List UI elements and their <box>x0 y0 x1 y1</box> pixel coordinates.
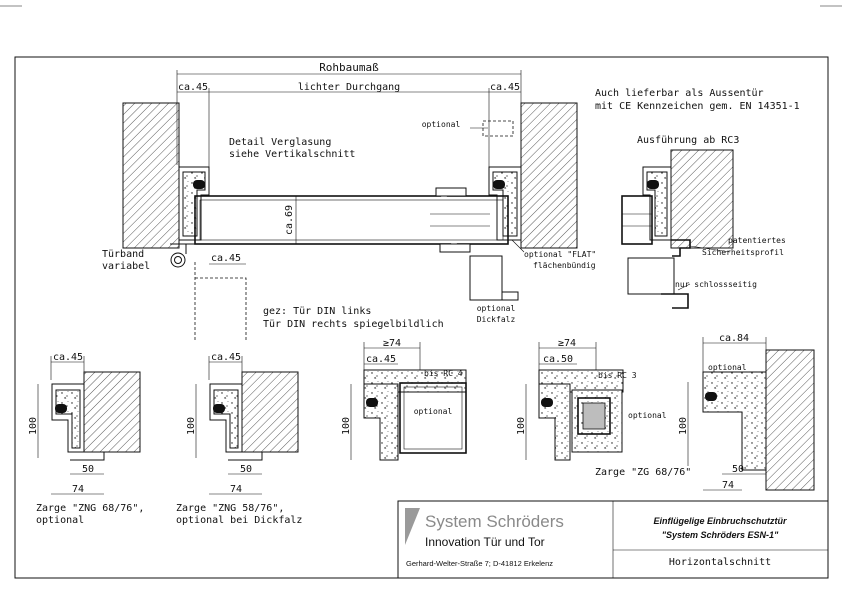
drawn-label-2: Tür DIN rechts spiegelbildlich <box>263 319 444 330</box>
company-address: Gerhard-Welter-Straße 7; D-41812 Erkelen… <box>406 559 553 568</box>
detail-ca84: ca.84 optional 100 50 74 <box>678 333 815 491</box>
d1-100: 100 <box>28 417 39 435</box>
wall-right <box>520 102 578 249</box>
d2-74: 74 <box>230 484 242 495</box>
exterior-label-1: Auch lieferbar als Aussentür <box>595 88 764 99</box>
view-label: Horizontalschnitt <box>669 557 771 568</box>
dim-left-ca45: ca.45 <box>178 82 208 93</box>
zarge3-label: Zarge "ZG 68/76" <box>595 467 691 478</box>
optional-top-label: optional <box>422 120 461 129</box>
clear-opening-label: lichter Durchgang <box>298 82 400 93</box>
dickfalz-label-1: optional <box>477 304 516 313</box>
detail-rc4: ≥74 ca.45 optional bis RC 4 100 <box>341 338 467 461</box>
detail-rc3-zg: ≥74 ca.50 optional bis RC 3 100 Zarge "Z… <box>516 338 691 478</box>
detail-label-1: Detail Verglasung <box>229 137 331 148</box>
d3-optional: optional <box>414 407 453 416</box>
d3-ge74: ≥74 <box>383 338 401 349</box>
d4-ge74: ≥74 <box>558 338 576 349</box>
d4-ca50: ca.50 <box>543 354 573 365</box>
flat-label-2: flächenbündig <box>533 261 596 270</box>
rc3-steel-core <box>577 397 611 435</box>
d3-ca45: ca.45 <box>366 354 396 365</box>
door-leaf <box>194 195 509 245</box>
bis-rc4-label: bis RC 4 <box>424 369 463 378</box>
drawn-label-1: gez: Tür DIN links <box>263 306 371 317</box>
d1-74: 74 <box>72 484 84 495</box>
patent-label-1: patentiertes <box>728 236 786 245</box>
rc3-detail: Auch lieferbar als Aussentür mit CE Kenn… <box>595 88 800 309</box>
hinge-label-2: variabel <box>102 261 150 272</box>
exterior-label-2: mit CE Kennzeichen gem. EN 14351-1 <box>595 101 800 112</box>
rc3-wall <box>670 149 734 249</box>
company-name: System Schröders <box>425 512 564 531</box>
wall-left <box>122 102 180 249</box>
d5-frame-fill <box>702 371 767 471</box>
lock-side-label: nur schlossseitig <box>675 280 757 289</box>
title-block: System Schröders Innovation Tür und Tor … <box>397 500 829 579</box>
dim-ca69: ca.69 <box>284 205 295 235</box>
d1-50: 50 <box>82 464 94 475</box>
d2-100: 100 <box>186 417 197 435</box>
zarge1-label-2: optional <box>36 515 84 526</box>
rohbaumass-label: Rohbaumaß <box>319 61 379 74</box>
lock-profile <box>661 293 689 309</box>
patent-label-2: Sicherheitsprofil <box>702 248 784 257</box>
d1-ca45: ca.45 <box>53 352 83 363</box>
d5-100: 100 <box>678 417 689 435</box>
d5-optional: optional <box>708 363 747 372</box>
dickfalz-label-2: Dickfalz <box>477 315 516 324</box>
handle-top <box>367 149 445 197</box>
rc3-title: Ausführung ab RC3 <box>637 135 739 146</box>
detail-label-2: siehe Vertikalschnitt <box>229 149 355 160</box>
d5-74: 74 <box>722 480 734 491</box>
optional-top-element <box>482 120 514 137</box>
company-logo <box>405 508 420 545</box>
dickfalz-element <box>469 255 503 301</box>
dim-hinge-ca45: ca.45 <box>211 253 241 264</box>
dim-right-ca45: ca.45 <box>490 82 520 93</box>
detail-zng-58-76: ca.45 100 50 74 Zarge "ZNG 58/76", optio… <box>176 352 302 526</box>
d4-100: 100 <box>516 417 527 435</box>
d5-50: 50 <box>732 464 744 475</box>
drawing-title-2: "System Schröders ESN-1" <box>662 530 779 540</box>
flat-label-1: optional "FLAT" <box>524 250 596 259</box>
d2-ca45: ca.45 <box>211 352 241 363</box>
d3-100: 100 <box>341 417 352 435</box>
main-section: Rohbaumaß lichter Durchgang ca.45 ca.45 … <box>102 61 596 340</box>
detail-zng-68-76: ca.45 100 50 74 Zarge "ZNG 68/76", optio… <box>28 352 144 526</box>
zarge2-label-2: optional bei Dickfalz <box>176 515 302 526</box>
bis-rc3-label: bis RC 3 <box>598 371 637 380</box>
d5-ca84: ca.84 <box>719 333 749 344</box>
d4-optional: optional <box>628 411 667 420</box>
hinge-symbol <box>170 252 186 268</box>
drawing-title-1: Einflügelige Einbruchschutztür <box>653 516 787 526</box>
hinge-label-1: Türband <box>102 249 144 260</box>
zarge1-label-1: Zarge "ZNG 68/76", <box>36 503 144 514</box>
company-tagline: Innovation Tür und Tor <box>425 535 545 549</box>
security-profile <box>671 239 691 257</box>
zarge2-label-1: Zarge "ZNG 58/76", <box>176 503 284 514</box>
d2-50: 50 <box>240 464 252 475</box>
rc4-optional-box <box>399 382 467 454</box>
